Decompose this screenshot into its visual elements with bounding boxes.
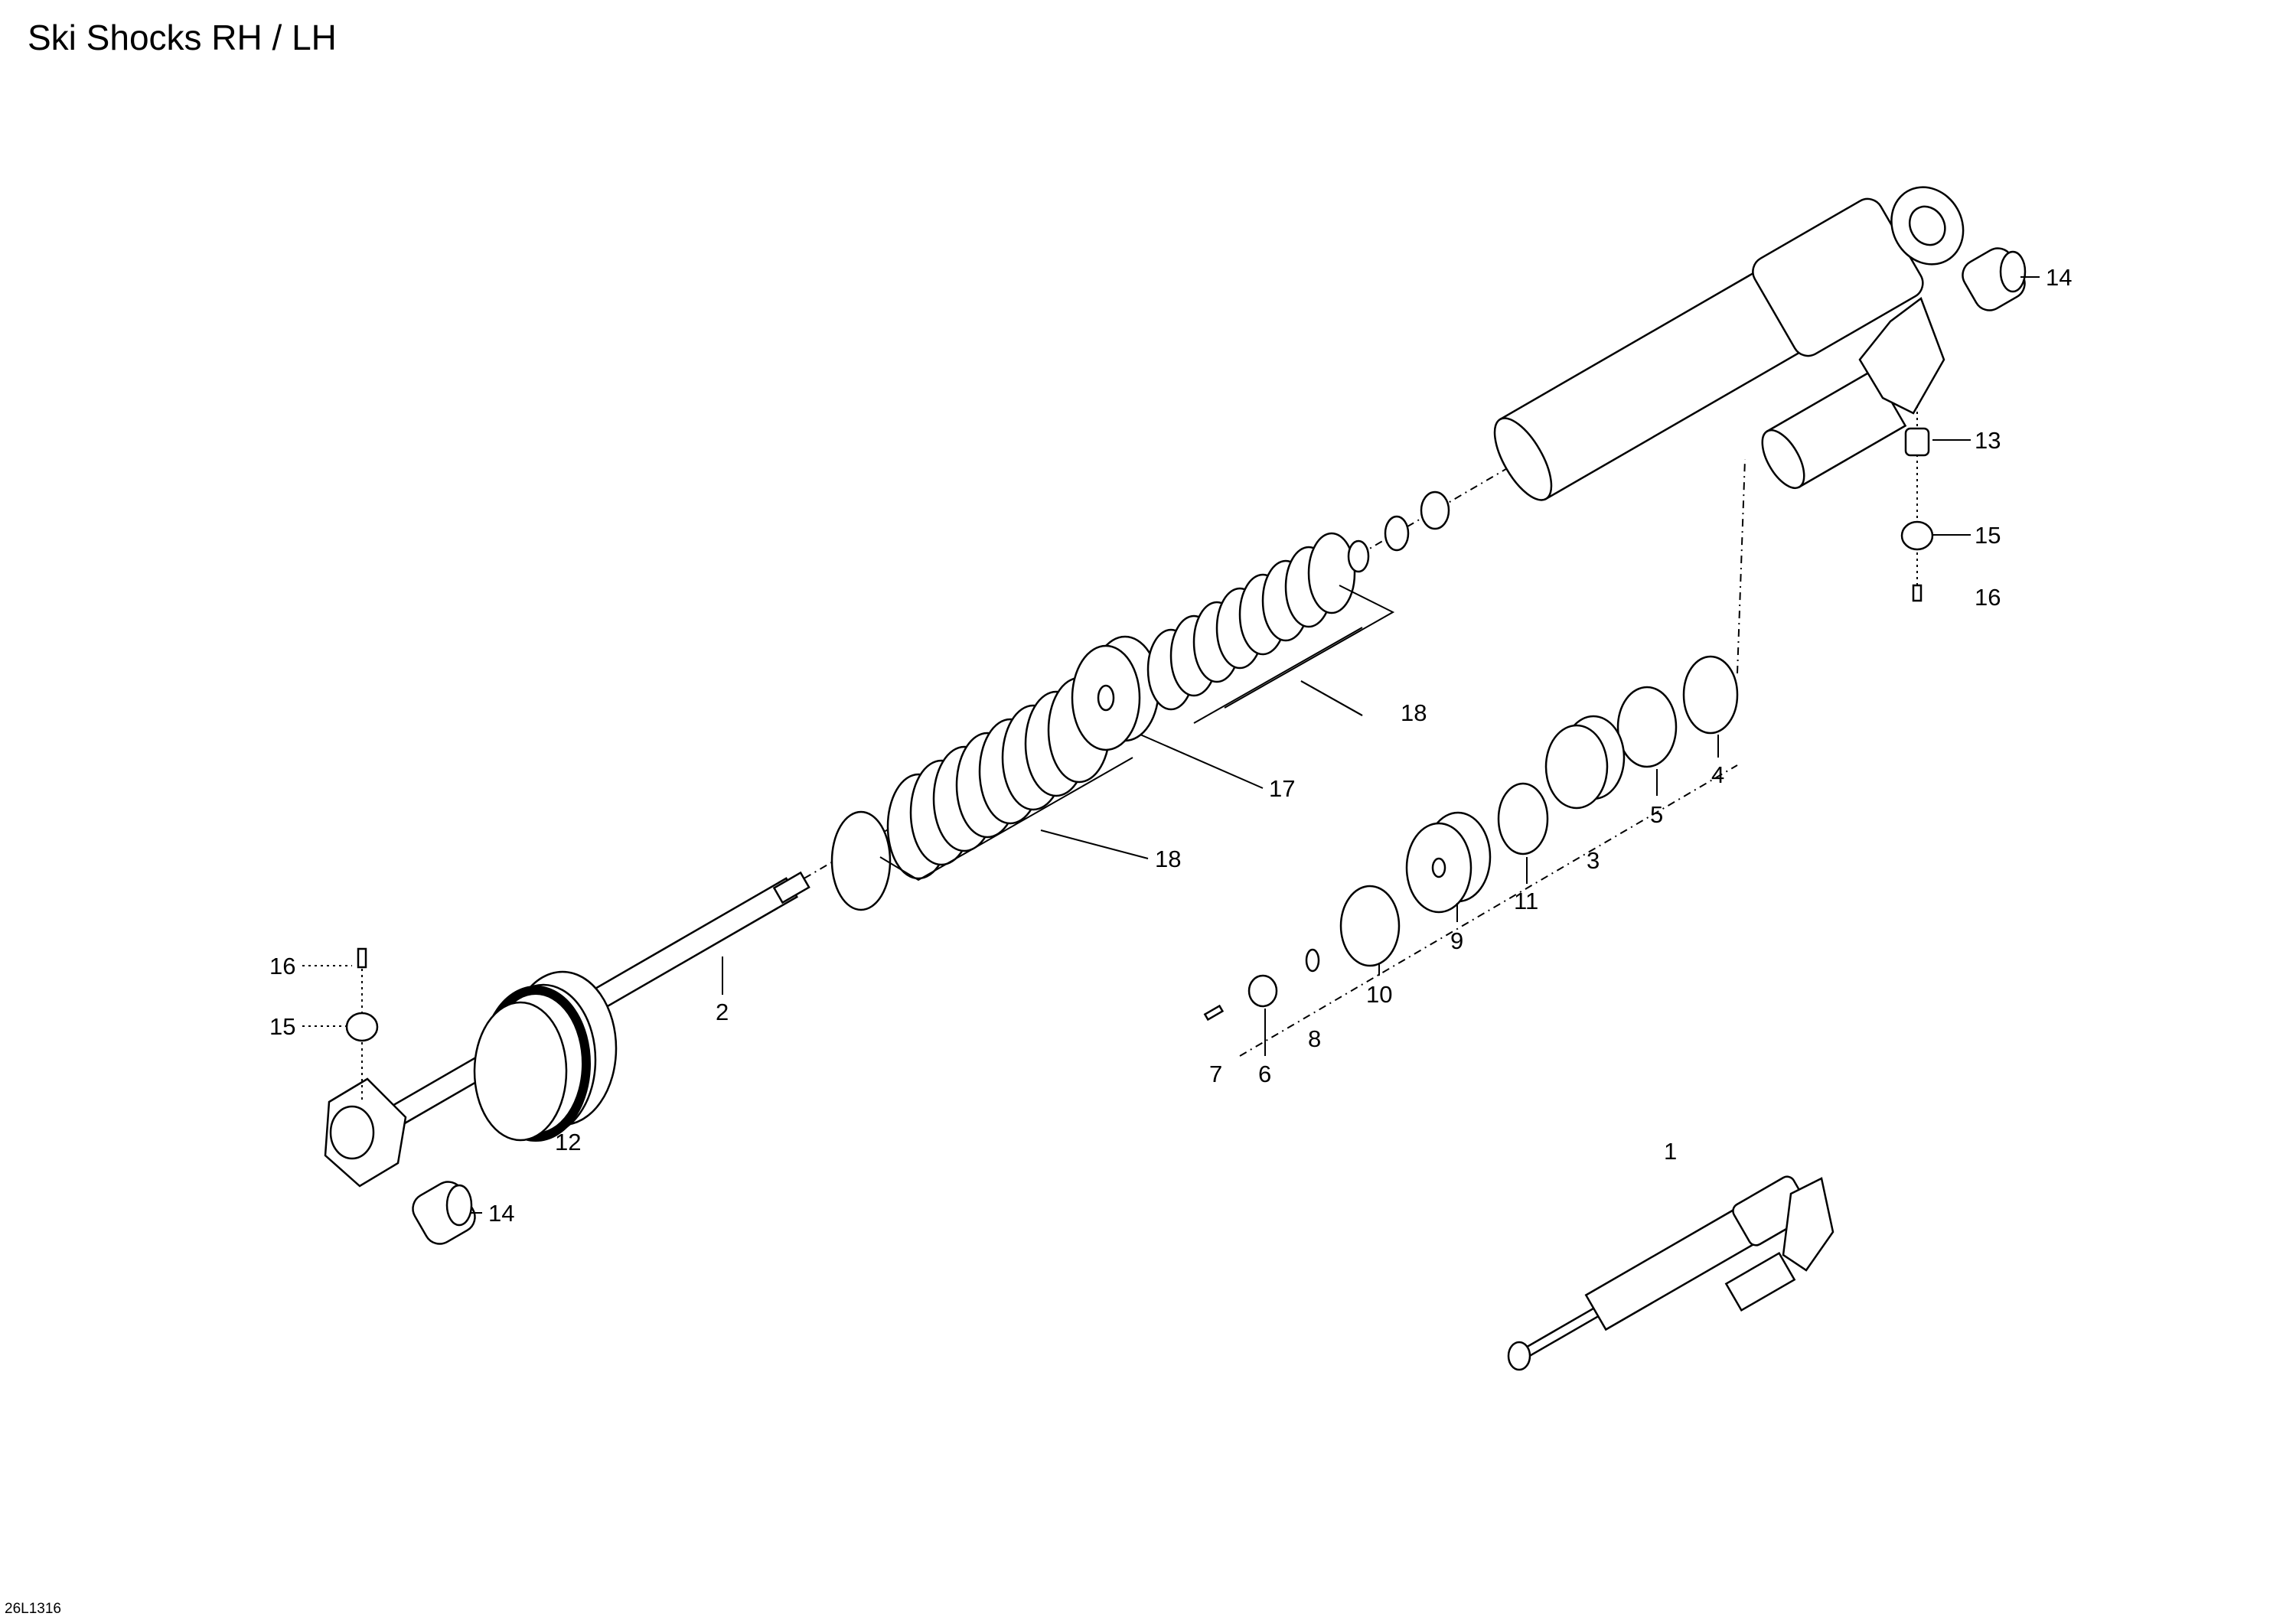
callout-2: 2 [716,999,729,1025]
callout-4: 4 [1711,761,1724,788]
washer [830,810,892,911]
callout-16: 16 [1975,584,2001,611]
screw-part-16-right [1912,584,1923,602]
disc-part-4 [1682,655,1739,735]
seal-head-part-12 [473,970,618,1142]
o-ring-part-10 [1339,885,1401,967]
callout-11: 11 [1514,888,1538,914]
ball-part-8 [1305,948,1320,973]
assembly-axis-lower [1239,764,1738,1057]
callout-14: 14 [2046,264,2072,291]
piston-part-3 [1544,715,1626,810]
shock-body [1493,186,1965,501]
disc-part-11 [1497,782,1549,855]
callout-15: 15 [269,1013,295,1040]
callout-7: 7 [1209,1061,1222,1087]
valve-part-13 [1904,427,1930,457]
washer-small [1384,515,1410,552]
spring-stack-part-18-lower [886,676,1111,880]
washer-small [1347,539,1370,573]
callout-6: 6 [1258,1061,1271,1087]
nut-part-15-left [345,1012,379,1042]
callout-8: 8 [1308,1025,1321,1052]
callout-10: 10 [1366,981,1392,1008]
callout-9: 9 [1450,927,1463,954]
piston-part-17 [1071,635,1160,751]
assembled-shock-part-1 [1507,1175,1835,1371]
bushing-part-14-right [1962,247,2027,311]
piston-part-9 [1405,811,1492,914]
callout-1: 1 [1664,1138,1677,1165]
o-ring-part-5 [1616,686,1678,768]
callout-5: 5 [1650,801,1663,828]
drawing-code: 26L1316 [5,1601,61,1617]
leader-lines [302,276,2040,1214]
callout-18: 18 [1401,699,1427,726]
reservoir-bracket [1858,296,1945,415]
screw-part-16-left [357,947,367,969]
bushing-part-14-left [412,1181,476,1245]
screw-part-7 [1203,1004,1225,1022]
nut-part-15-right [1900,520,1934,551]
callout-15: 15 [1975,522,2001,549]
callout-14: 14 [488,1200,514,1227]
reservoir-axis [1737,458,1746,674]
page-title: Ski Shocks RH / LH [28,18,337,57]
callout-16: 16 [269,953,295,979]
callout-3: 3 [1587,847,1600,874]
callout-18: 18 [1155,846,1181,872]
callout-12: 12 [555,1129,581,1155]
plug-part-6 [1247,974,1278,1008]
shaft-eye [324,1077,407,1188]
callout-17: 17 [1269,775,1295,802]
spring-stack-part-18-upper [1146,532,1356,711]
callout-13: 13 [1975,427,2001,454]
nut [1420,490,1450,530]
